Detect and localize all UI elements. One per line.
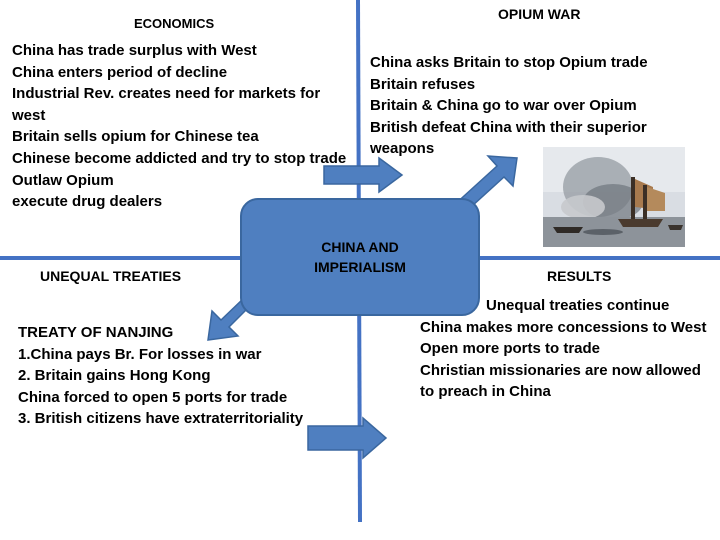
list-item: 3. British citizens have extraterritoria… bbox=[18, 410, 304, 428]
list-item: China has trade surplus with West bbox=[12, 42, 257, 59]
list-item: British defeat China with their superior… bbox=[370, 118, 647, 158]
arrow-treaties-to-results bbox=[307, 416, 388, 460]
list-item: Outlaw Opium bbox=[12, 171, 114, 189]
list-item: 2. Britain gains Hong Kong bbox=[18, 367, 211, 385]
arrow-economics-to-opium-war bbox=[323, 156, 404, 194]
list-item: Britain refuses bbox=[370, 75, 476, 93]
center-topic-label: CHINA AND IMPERIALISM bbox=[314, 239, 406, 275]
list-item: Open more ports to trade bbox=[420, 340, 601, 358]
unequal-treaties-heading: UNEQUAL TREATIES bbox=[40, 268, 182, 284]
list-item: Industrial Rev. creates need for markets… bbox=[12, 85, 321, 124]
list-item: Britain sells opium for Chinese tea bbox=[12, 128, 259, 146]
naval-battle-painting bbox=[543, 147, 685, 247]
opium-war-list: China asks Britain to stop Opium trade B… bbox=[370, 52, 705, 160]
list-item: execute drug dealers bbox=[12, 193, 163, 211]
unequal-treaties-list: TREATY OF NANJING 1.China pays Br. For l… bbox=[18, 322, 353, 430]
list-item: Chinese become addicted and try to stop … bbox=[12, 149, 347, 167]
results-list: Unequal treaties continue China makes mo… bbox=[420, 295, 715, 403]
list-item: China asks Britain to stop Opium trade bbox=[370, 54, 648, 71]
list-item: Britain & China go to war over Opium bbox=[370, 97, 637, 115]
list-item: China forced to open 5 ports for trade bbox=[18, 388, 288, 406]
list-item: Christian missionaries are now allowed t… bbox=[420, 361, 701, 401]
economics-list: China has trade surplus with West China … bbox=[12, 40, 347, 213]
results-heading: RESULTS bbox=[547, 268, 612, 284]
center-topic-box: CHINA AND IMPERIALISM bbox=[240, 198, 480, 316]
list-item: 1.China pays Br. For losses in war bbox=[18, 345, 262, 363]
opium-war-heading: OPIUM WAR bbox=[498, 6, 581, 22]
list-item: Unequal treaties continue bbox=[486, 297, 670, 314]
list-item: TREATY OF NANJING bbox=[18, 324, 174, 341]
economics-heading: ECONOMICS bbox=[134, 16, 215, 31]
list-item: China enters period of decline bbox=[12, 63, 228, 81]
list-item: China makes more concessions to West bbox=[420, 318, 707, 336]
